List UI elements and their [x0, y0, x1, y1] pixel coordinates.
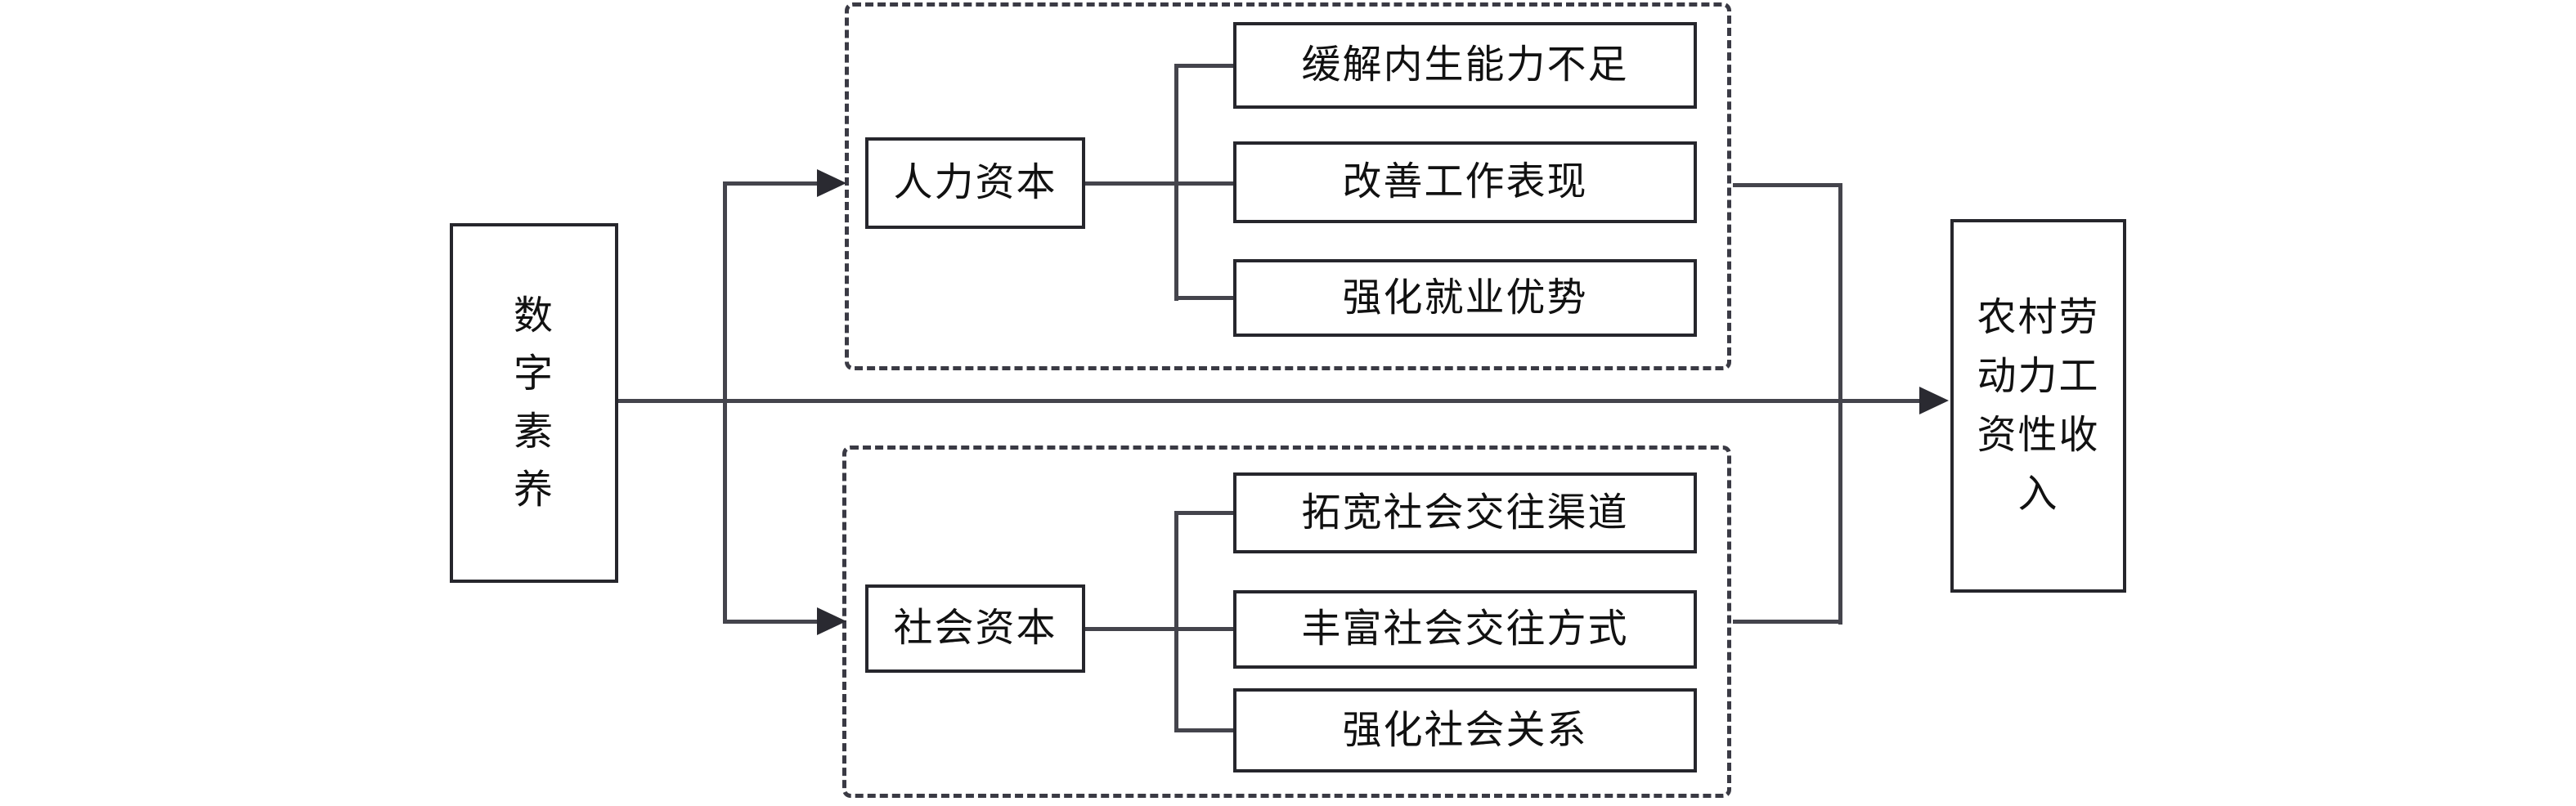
social-capital-label: 社会资本: [893, 607, 1057, 650]
effect-label: 强化就业优势: [1342, 275, 1588, 320]
collector-vertical-line: [1838, 183, 1842, 625]
human-capital-fanout-line-1: [1174, 64, 1233, 68]
social-capital-fanout-line-2: [1085, 627, 1233, 631]
source-label: 数字素养: [513, 293, 554, 513]
main-connector-line: [618, 399, 1919, 403]
outcome-box-wage-income: 农村劳动力工资性收入: [1950, 219, 2126, 593]
human-capital-fanout-line-3: [1174, 296, 1233, 300]
effect-box-employment-advantage: 强化就业优势: [1233, 259, 1697, 337]
collector-bottom-line: [1733, 620, 1840, 624]
social-capital-fanout-line-1: [1174, 511, 1233, 515]
collector-top-line: [1733, 183, 1840, 187]
outcome-label: 农村劳动力工资性收入: [1977, 295, 2100, 516]
human-capital-box: 人力资本: [865, 137, 1085, 229]
effect-box-social-relations: 强化社会关系: [1233, 688, 1697, 772]
effect-box-work-performance: 改善工作表现: [1233, 141, 1697, 223]
human-capital-group-frame: [845, 2, 1731, 370]
effect-label: 改善工作表现: [1342, 160, 1588, 204]
branch-vertical-line: [723, 181, 727, 624]
branch-bottom-arrowhead-icon: [817, 607, 846, 635]
social-capital-box: 社会资本: [865, 584, 1085, 673]
effect-box-endogenous-capacity: 缓解内生能力不足: [1233, 22, 1697, 109]
effect-label: 拓宽社会交往渠道: [1301, 490, 1629, 535]
branch-bottom-line: [723, 620, 817, 624]
effect-box-social-channels: 拓宽社会交往渠道: [1233, 472, 1697, 553]
human-capital-fanout-line-2: [1085, 181, 1233, 186]
effect-label: 强化社会关系: [1342, 708, 1588, 752]
main-arrowhead-icon: [1919, 387, 1949, 414]
social-capital-fanout-vertical: [1174, 511, 1178, 732]
branch-top-line: [723, 181, 817, 186]
effect-label: 丰富社会交往方式: [1301, 607, 1629, 651]
human-capital-label: 人力资本: [893, 161, 1057, 204]
effect-box-social-methods: 丰富社会交往方式: [1233, 590, 1697, 669]
effect-label: 缓解内生能力不足: [1301, 43, 1629, 87]
source-box-digital-literacy: 数字素养: [450, 223, 618, 583]
social-capital-fanout-line-3: [1174, 728, 1233, 732]
branch-top-arrowhead-icon: [817, 169, 846, 197]
